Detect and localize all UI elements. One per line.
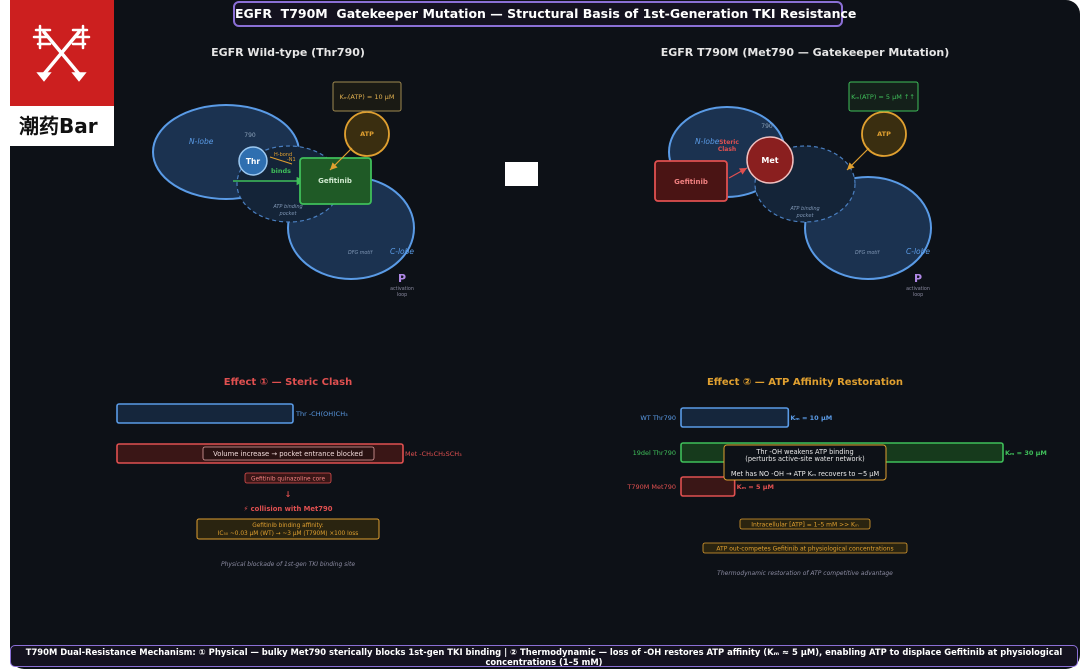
intracellular-box — [739, 518, 871, 530]
effect2-heading: Effect ② — ATP Affinity Restoration — [707, 377, 903, 388]
activation-label: activation — [906, 286, 930, 292]
note-line-2: (perturbs active-site water network) — [745, 455, 864, 463]
activation-label: activation — [390, 286, 414, 292]
thr-side-chain-label: Thr -CH(OH)CH₃ — [295, 410, 348, 418]
km-label: Kₘ(ATP) = 5 μM ↑↑ — [851, 93, 915, 101]
binds-label: binds — [271, 167, 291, 175]
met-side-chain-label: Met -CH₂CH₂SCH₃ — [405, 450, 462, 458]
wildtype-heading: EGFR Wild-type (Thr790) — [211, 46, 365, 59]
pocket-label-2: pocket — [796, 213, 815, 219]
logo-icon — [32, 24, 91, 82]
outcompetes-box — [702, 542, 908, 554]
logo-text: 潮药Bar — [10, 106, 114, 146]
volume-note-box — [202, 446, 375, 461]
residue-number: 790 — [244, 132, 256, 139]
collision-label: ⚡ collision with Met790 — [244, 505, 333, 513]
n-lobe-label: N-lobe — [695, 137, 720, 146]
affinity-box — [196, 518, 380, 540]
km-row-label: T790M Met790 — [626, 483, 676, 491]
effect1-caption: Physical blockade of 1st-gen TKI binding… — [221, 561, 355, 568]
met-label: Met — [761, 156, 778, 165]
blank-box — [505, 162, 538, 186]
clash-arrow — [728, 167, 748, 179]
volume-note: Volume increase → pocket entrance blocke… — [213, 450, 363, 458]
met790-residue — [746, 136, 794, 184]
km-bar — [680, 407, 790, 428]
quinazoline-core-box — [244, 472, 332, 484]
phospho-label: P — [398, 272, 406, 285]
loop-label: loop — [913, 292, 923, 298]
affinity-value: IC₅₀ ~0.03 μM (WT) → ~3 μM (T790M) ×100 … — [218, 531, 359, 537]
gefitinib-label: Gefitinib — [674, 178, 708, 186]
effect1-heading: Effect ① — Steric Clash — [224, 377, 352, 388]
t790m-heading: EGFR T790M (Met790 — Gatekeeper Mutation… — [661, 46, 950, 59]
outcompetes-label: ATP out-competes Gefitinib at physiologi… — [716, 546, 893, 553]
logo — [10, 0, 114, 106]
n-lobe-label: N-lobe — [189, 137, 214, 146]
clash-label: Clash — [718, 146, 736, 153]
km-label: Kₘ(ATP) = 10 μM — [340, 93, 395, 101]
page-title: EGFR T790M Gatekeeper Mutation — Structu… — [233, 1, 856, 27]
phospho-label: P — [914, 272, 922, 285]
footer-summary: T790M Dual-Resistance Mechanism: ① Physi… — [10, 645, 1078, 667]
dfg-label: DFG motif — [855, 250, 881, 256]
hbond-n1-label: -N1 — [287, 157, 296, 163]
quinazoline-core-label: Gefitinib quinazoline core — [251, 477, 325, 483]
residue-number: 790 — [761, 123, 773, 130]
intracellular-label: Intracellular [ATP] = 1–5 mM >> Kₘ — [751, 522, 859, 529]
hbond-line — [269, 156, 293, 165]
pocket-label-2: pocket — [279, 211, 298, 217]
affinity-title: Gefitinib binding affinity: — [252, 523, 324, 529]
thr790-residue — [238, 146, 268, 176]
c-lobe-label: C-lobe — [906, 247, 930, 256]
atp-label: ATP — [360, 130, 374, 138]
thr-volume-bar — [116, 403, 294, 424]
effect1-panel: Effect ① — Steric Clash Thr -CH(OH)CH₃ M… — [116, 377, 462, 568]
atp-molecule — [344, 111, 390, 157]
km-box — [332, 81, 402, 112]
km-bar — [680, 476, 736, 497]
km-row-label: 19del Thr790 — [633, 449, 676, 457]
thr-label: Thr — [246, 157, 260, 166]
gefitinib-blocked — [654, 160, 728, 202]
km-value-label: Kₘ = 30 μM — [1005, 449, 1047, 457]
note-line-3: Met has NO -OH → ATP Kₘ recovers to ~5 μ… — [731, 470, 880, 478]
km-value-label: Kₘ = 10 μM — [790, 414, 832, 422]
pocket-label: ATP binding — [789, 206, 819, 212]
atp-molecule — [861, 111, 907, 157]
pocket-label: ATP binding — [272, 204, 302, 210]
gefitinib-label: Gefitinib — [318, 177, 352, 185]
gefitinib-bound — [299, 157, 372, 205]
loop-label: loop — [397, 292, 407, 298]
hbond-label: H-bond — [274, 152, 292, 158]
c-lobe-label: C-lobe — [390, 247, 414, 256]
effect2-caption: Thermodynamic restoration of ATP competi… — [717, 570, 893, 577]
steric-label: Steric — [719, 139, 739, 146]
down-arrow: ↓ — [285, 490, 292, 499]
wildtype-panel: EGFR Wild-type (Thr790) N-lobe C-lobe 79… — [152, 46, 415, 298]
km-row-label: WT Thr790 — [640, 414, 676, 422]
dfg-label: DFG motif — [348, 250, 374, 256]
note-line-1: Thr -OH weakens ATP binding — [755, 448, 853, 456]
atp-arrow — [846, 147, 870, 171]
km-box — [848, 81, 919, 112]
atp-label: ATP — [877, 130, 891, 138]
t790m-panel: EGFR T790M (Met790 — Gatekeeper Mutation… — [654, 46, 950, 298]
km-value-label: Kₘ = 5 μM — [737, 483, 774, 491]
effect2-panel: Effect ② — ATP Affinity Restoration WT T… — [626, 377, 1047, 577]
atp-arrow — [329, 147, 353, 171]
note-box — [723, 444, 887, 481]
